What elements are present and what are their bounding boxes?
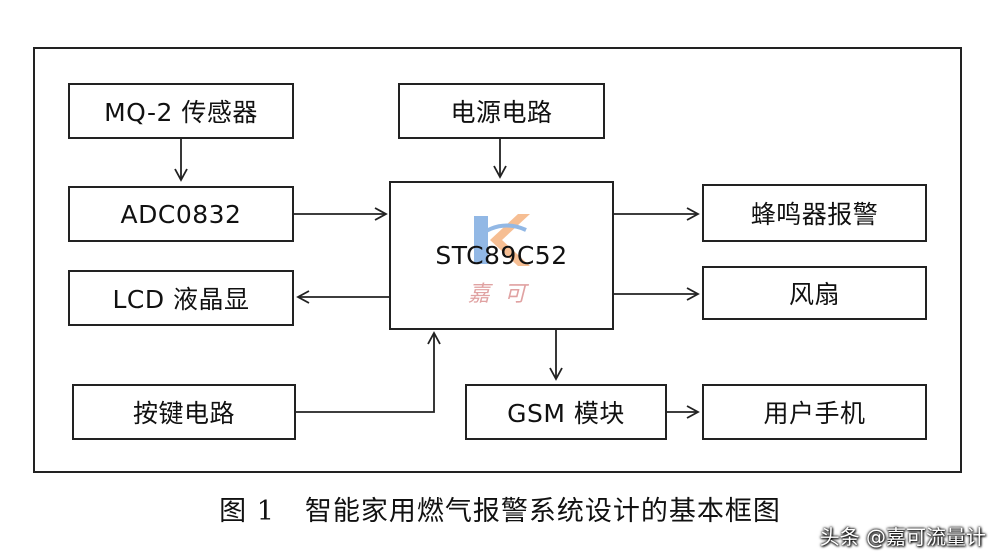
- block-user-phone: 用户手机: [702, 384, 927, 440]
- block-buzzer-alarm: 蜂鸣器报警: [702, 184, 927, 242]
- block-adc-label: ADC0832: [120, 199, 242, 229]
- source-credit: 头条 @嘉可流量计: [819, 525, 986, 549]
- block-keys-label: 按键电路: [132, 399, 235, 428]
- caption-figure-number: 图 1: [219, 496, 275, 527]
- block-fan-label: 风扇: [788, 280, 840, 309]
- block-lcd-label: LCD 液晶显: [112, 285, 250, 314]
- diagram-frame: [33, 47, 962, 473]
- watermark-text: 嘉可: [468, 282, 541, 307]
- block-key-circuit: 按键电路: [72, 384, 296, 440]
- block-lcd: LCD 液晶显: [68, 270, 294, 326]
- block-mq2-sensor: MQ-2 传感器: [68, 83, 294, 139]
- block-gsm-module: GSM 模块: [465, 384, 667, 440]
- arrow-keys-to-mcu: [296, 331, 441, 413]
- caption-title: 智能家用燃气报警系统设计的基本框图: [304, 496, 781, 527]
- block-phone-label: 用户手机: [763, 399, 866, 428]
- block-mcu-stc89c52: STC89C52: [389, 181, 614, 330]
- block-buzzer-label: 蜂鸣器报警: [750, 200, 879, 229]
- figure-caption: 图 1 智能家用燃气报警系统设计的基本框图: [0, 489, 1000, 528]
- watermark-logo-icon: [474, 214, 530, 266]
- block-fan: 风扇: [702, 266, 927, 320]
- block-adc0832: ADC0832: [68, 186, 294, 242]
- block-power-label: 电源电路: [450, 98, 553, 127]
- block-power-circuit: 电源电路: [398, 83, 605, 139]
- block-mq2-label: MQ-2 传感器: [104, 98, 258, 127]
- block-mcu-label: STC89C52: [435, 241, 568, 270]
- block-gsm-label: GSM 模块: [507, 399, 625, 428]
